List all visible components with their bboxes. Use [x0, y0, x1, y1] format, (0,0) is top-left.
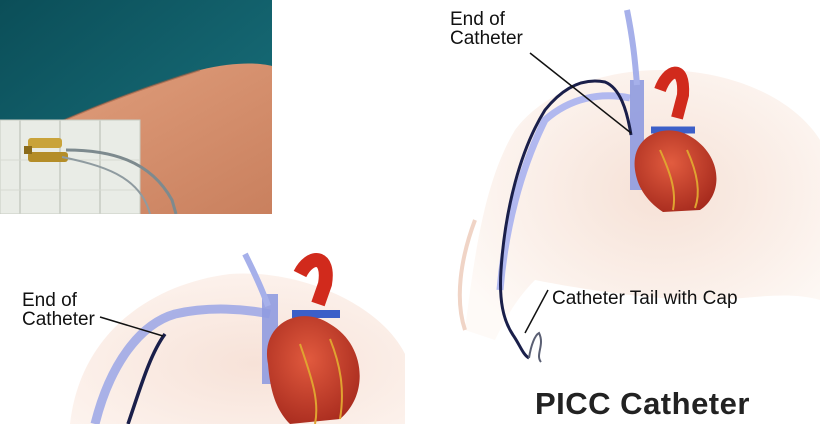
gauze-dressing	[0, 120, 140, 214]
end-of-catheter-label: End of Catheter	[22, 291, 95, 329]
diagram-title: PICC Catheter	[535, 386, 750, 422]
picc-full-illustration: End of Catheter Catheter Tail with Cap	[405, 0, 820, 424]
chest-closeup-illustration: End of Catheter	[0, 214, 405, 424]
end-of-catheter-label-top: End of Catheter	[450, 10, 523, 48]
catheter-arm-photo	[0, 0, 272, 214]
catheter-tail-label: Catheter Tail with Cap	[552, 289, 738, 308]
